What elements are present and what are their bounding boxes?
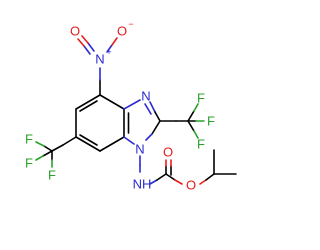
cf3-left [35, 136, 77, 168]
cf3-left-f2-label: F [25, 156, 33, 171]
bond-c5-c4-inner [79, 100, 98, 112]
bond-cf3-f-lowleft [42, 150, 53, 157]
bond-n-o-right [106, 44, 113, 53]
bond-n-o-left-b [81, 35, 89, 44]
carbonyl-o-label: O [163, 145, 173, 160]
bond-oester-ch [199, 179, 207, 185]
bond-oester-ch-b [205, 173, 215, 181]
cf3-left-f3-label: F [48, 168, 56, 183]
bond-c2-n1b [145, 133, 153, 141]
nitro-o-minus-label: O [117, 24, 127, 39]
bond-c6-cf3-b [51, 144, 64, 152]
cf3-left-f1-label: F [25, 132, 33, 147]
cf3-right-f1-label: F [197, 91, 205, 106]
bond-c2-n1a [151, 120, 161, 135]
ester-o-label: O [186, 178, 196, 193]
bond-c-oester-b [174, 179, 183, 185]
bond-cf3-f-left-b [35, 141, 45, 147]
bond-n-o-left-2b [77, 38, 85, 47]
imidazole-n3-label: N [141, 89, 150, 104]
nitro-o-double-label: O [70, 24, 80, 39]
bond-cf3-f-left [43, 145, 53, 152]
bond-c7-c6-inner [79, 134, 98, 146]
carbamate-chain [139, 149, 237, 185]
atom-labels: N + O O − N N NH O O F F F F F F [25, 19, 215, 193]
bond-cf3-f-lowleft-b [35, 155, 44, 161]
bond-c5-c4 [75, 94, 101, 110]
cf3-right-f2-label: F [207, 114, 215, 129]
molecule-structure-diagram: N + O O − N N NH O O F F F F F F [25, 19, 237, 193]
cf3-right-f3-label: F [197, 137, 205, 152]
cf3-right [159, 103, 205, 139]
bond-cf3-f-down-b [193, 130, 199, 139]
bond-cf3-f-up [187, 110, 195, 122]
bond-c7a-c7 [99, 136, 125, 152]
bond-n-o-right-b [111, 37, 118, 46]
bond-nh-c [149, 179, 158, 185]
nitro-n-charge: + [106, 47, 111, 57]
bond-n-o-left-2 [83, 45, 91, 55]
bond-n3-c2b [154, 111, 161, 122]
bond-c-oester [165, 173, 176, 181]
bond-c6-cf3 [62, 136, 77, 146]
bond-cf3-f-up-b [193, 103, 199, 112]
nitro-group [77, 35, 118, 96]
bond-c3a-n3 [123, 99, 141, 110]
nitro-n-label: N [95, 52, 104, 67]
bond-n-o-left [87, 42, 95, 52]
bond-c4-c3a [99, 94, 125, 110]
bond-nh-c-b [156, 173, 167, 181]
bond-cf3-f-down [187, 120, 195, 132]
bond-c7-c6 [75, 136, 101, 152]
imidazole-ring [123, 99, 161, 145]
nitro-o-charge: − [128, 19, 133, 29]
bond-n3-c2 [149, 101, 156, 113]
imidazole-n1-label: N [135, 142, 144, 157]
bond-n1-c7a [123, 136, 135, 145]
nh-label: NH [133, 177, 152, 192]
bond-n3-c2-double [144, 103, 152, 115]
benzene-ring [75, 94, 130, 152]
